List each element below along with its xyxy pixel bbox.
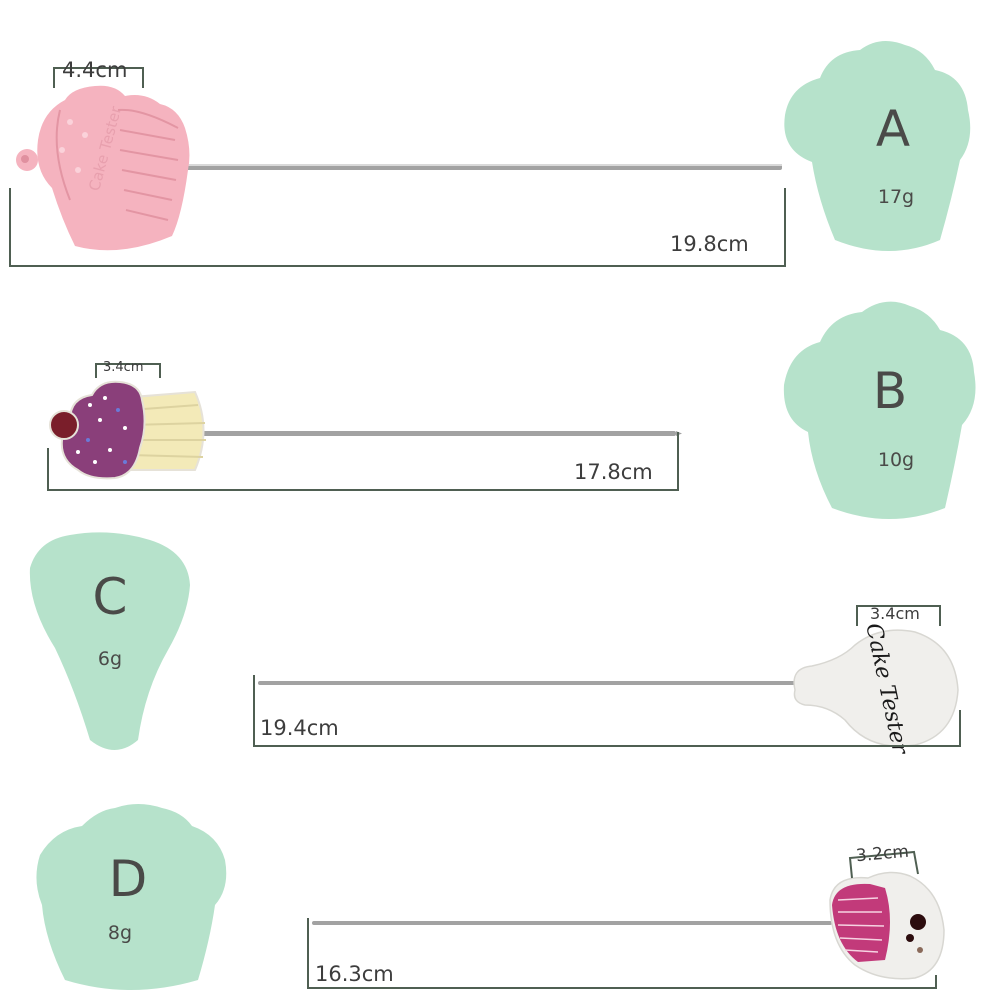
pink-cupcake-handle: Cake Tester xyxy=(16,85,190,251)
width-bracket-d xyxy=(848,850,919,879)
length-bracket-a xyxy=(9,188,786,267)
length-label-d: 16.3cm xyxy=(315,962,394,986)
width-label-b: 3.4cm xyxy=(103,360,144,375)
product-weight-c: 6g xyxy=(97,648,123,670)
needle-d xyxy=(312,921,832,925)
length-label-c: 19.4cm xyxy=(260,716,339,740)
product-letter-c: C xyxy=(92,568,128,626)
needle-c xyxy=(258,681,798,685)
silhouette-b xyxy=(783,301,976,519)
silhouette-a xyxy=(784,41,971,251)
length-label-a: 19.8cm xyxy=(670,232,749,256)
product-a-tester: Cake Tester xyxy=(9,67,786,267)
width-label-a: 4.4cm xyxy=(62,58,128,82)
product-letter-b: B xyxy=(872,362,908,420)
silhouette-d xyxy=(36,804,227,990)
needle-b xyxy=(198,431,676,436)
width-bracket-a xyxy=(53,67,144,88)
product-weight-a: 17g xyxy=(877,186,915,208)
length-bracket-c xyxy=(253,675,961,747)
silhouette-c xyxy=(29,532,191,750)
length-bracket-b xyxy=(47,432,679,491)
width-bracket-c xyxy=(856,605,941,626)
cupcake-d-handle xyxy=(829,871,945,980)
product-c-tester: Cake Tester xyxy=(253,605,961,758)
product-weight-b: 10g xyxy=(877,449,915,471)
white-teardrop-handle: Cake Tester xyxy=(793,621,959,758)
product-b-tester xyxy=(47,363,682,491)
width-bracket-b xyxy=(95,363,161,378)
length-bracket-d xyxy=(307,918,937,989)
product-weight-d: 8g xyxy=(107,922,133,944)
length-label-b: 17.8cm xyxy=(574,460,653,484)
product-letter-a: A xyxy=(875,100,911,158)
product-letter-d: D xyxy=(108,850,148,908)
width-label-c: 3.4cm xyxy=(870,604,920,623)
ice-cream-handle xyxy=(49,380,206,480)
product-d-tester xyxy=(307,850,945,989)
